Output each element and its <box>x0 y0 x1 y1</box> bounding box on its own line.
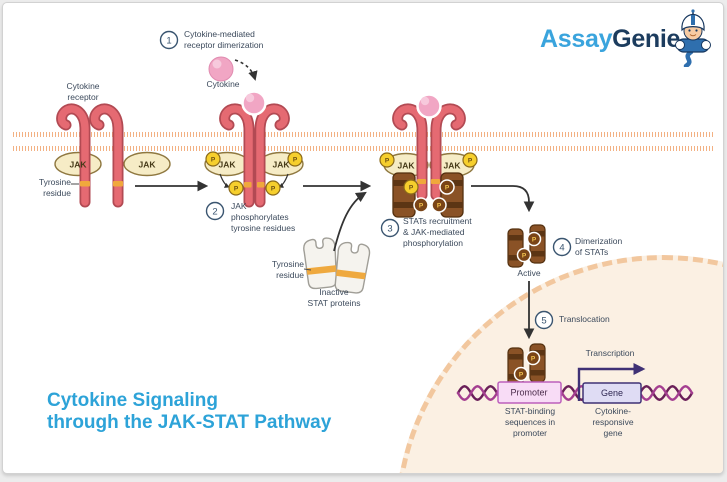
inactive-stat-label: Inactive STAT proteins <box>307 287 361 308</box>
step1-caption: Cytokine-mediated receptor dimerization <box>184 29 264 50</box>
p-label: P <box>468 158 473 165</box>
p-label: P <box>437 203 442 210</box>
step-circle-4 <box>552 237 572 257</box>
genie-mascot-icon <box>675 9 711 67</box>
p-label: P <box>385 158 390 165</box>
phosphate-badges-yellow <box>205 151 478 196</box>
receptor-bound-stats <box>392 172 464 218</box>
title-line-1: Cytokine Signaling <box>47 390 219 411</box>
p-label: P <box>519 372 524 379</box>
diagram-canvas: JAK JAK JAK JAK JAK JAK P P P P P P P P … <box>2 2 724 474</box>
stat-binding-label: STAT-binding sequences in promoter <box>504 406 556 438</box>
step-circle-5 <box>534 310 554 330</box>
step-circle-1 <box>159 30 179 50</box>
step3-caption: STATs recruitment & JAK-mediated phospho… <box>403 216 472 248</box>
gene-label: Gene <box>601 388 623 398</box>
brand-genie: Genie <box>612 25 681 53</box>
step-number-3: 3 <box>387 224 392 235</box>
inactive-stat-left <box>303 237 339 290</box>
jak-oval <box>123 151 171 177</box>
jak-label: JAK <box>218 160 236 170</box>
stat-dimer-nuclear <box>507 343 546 387</box>
diagram-title: Cytokine Signaling through the JAK-STAT … <box>47 390 331 434</box>
step-number-2: 2 <box>212 207 217 218</box>
brand-assay: Assay <box>540 25 613 53</box>
cell-membrane-outer-leaflet <box>13 132 713 137</box>
transcription-label: Transcription <box>585 348 635 358</box>
step-circle-2 <box>205 201 225 221</box>
active-label: Active <box>517 268 541 278</box>
step4-caption: Dimerization of STATs <box>575 236 623 257</box>
p-label: P <box>531 356 536 363</box>
p-label: P <box>409 185 414 192</box>
step-circle-3 <box>380 218 400 238</box>
receptor-monomer-1 <box>56 103 91 208</box>
step-circles <box>159 30 572 330</box>
p-label: P <box>271 186 276 193</box>
step-number-1: 1 <box>166 36 171 47</box>
jak-label: JAK <box>138 160 156 170</box>
receptor-monomer-2 <box>89 103 124 208</box>
step-number-5: 5 <box>541 316 546 327</box>
p-label: P <box>532 237 537 244</box>
inactive-stat-right <box>334 241 371 294</box>
arrow-cytokine-binding <box>234 59 258 81</box>
cytokine-ligands <box>208 56 442 119</box>
step-number-4: 4 <box>559 243 564 254</box>
p-label: P <box>419 203 424 210</box>
p-label: P <box>293 157 298 164</box>
jak-label: JAK <box>272 160 290 170</box>
cytokine-receptors <box>56 103 466 208</box>
dna-helix <box>456 385 694 401</box>
step5-caption: Translocation <box>559 314 610 324</box>
p-label: P <box>522 253 527 260</box>
pathway-artwork: JAK JAK JAK JAK JAK JAK P P P P P P P P … <box>54 30 694 404</box>
gene-box <box>582 382 642 404</box>
cytokine-label: Cytokine <box>206 79 240 89</box>
cytokine-responsive-label: Cytokine- responsive gene <box>592 406 634 438</box>
jak-label: JAK <box>397 161 415 171</box>
brand-wordmark: AssayGenie <box>540 25 680 54</box>
cytokine-ball-bound-2 <box>416 93 442 119</box>
title-line-2: through the JAK-STAT Pathway <box>47 412 332 433</box>
tyrosine-residue-label-2: Tyrosine residue <box>271 259 304 280</box>
receptor-dimer-step3 <box>392 103 466 201</box>
tyrosine-residues <box>80 179 440 188</box>
arrow-jak-phos-left <box>219 173 231 188</box>
p-label: P <box>234 186 239 193</box>
p-label: P <box>211 157 216 164</box>
step2-caption: JAK phosphorylates tyrosine residues <box>231 201 296 233</box>
p-label: P <box>445 185 450 192</box>
arrow-step3-to-4 <box>471 185 535 213</box>
cytokine-ball-bound-1 <box>241 90 267 116</box>
transcription-arrow <box>577 363 646 401</box>
jak-label: JAK <box>69 160 87 170</box>
cell-membrane-inner-leaflet <box>13 146 713 151</box>
promoter-box <box>497 381 562 404</box>
jak-label: JAK <box>443 161 461 171</box>
arrow-stat-recruitment <box>333 191 367 252</box>
phosphate-badges-brown <box>413 179 542 382</box>
cytokine-receptor-label: Cytokine receptor <box>66 81 100 102</box>
receptor-dimer-step2 <box>219 103 290 208</box>
cytokine-ball-free <box>208 56 234 82</box>
tyrosine-residue-label-1: Tyrosine residue <box>38 177 71 198</box>
promoter-label: Promoter <box>510 388 547 398</box>
label-pointers <box>71 183 312 271</box>
